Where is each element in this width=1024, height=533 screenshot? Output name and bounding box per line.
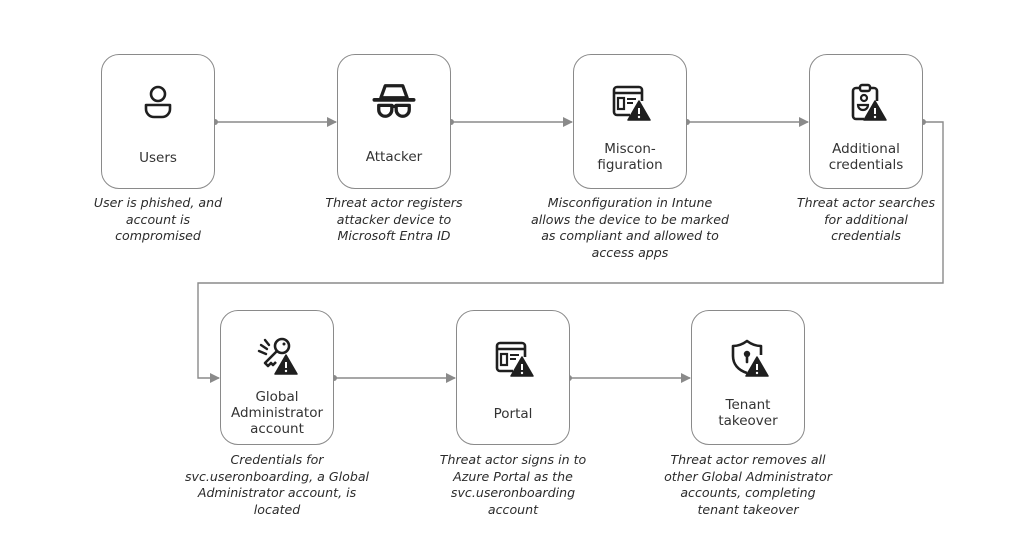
node-additional-credentials: Additional credentials	[809, 54, 923, 189]
node-label: Attacker	[365, 149, 423, 165]
description-portal: Threat actor signs in to Azure Portal as…	[439, 452, 587, 517]
node-label: Additional credentials	[828, 141, 904, 173]
edge-portal-tenant-takeover	[566, 373, 691, 383]
node-portal: Portal	[456, 310, 570, 445]
description-attacker: Threat actor registers attacker device t…	[325, 195, 463, 243]
node-label: Miscon- figuration	[597, 141, 663, 173]
description-misconfiguration: Misconfiguration in Intune allows the de…	[531, 195, 729, 260]
incognito-icon	[372, 84, 416, 118]
window-warning-icon	[495, 341, 534, 377]
node-label: Global Administrator account	[230, 389, 324, 437]
window-warning-icon	[612, 85, 651, 121]
node-users: Users	[101, 54, 215, 189]
clipboard-user-warning-icon	[851, 83, 887, 121]
key-warning-icon	[257, 337, 298, 375]
node-tenant-takeover: Tenant takeover	[691, 310, 805, 445]
node-global-administrator-account: Global Administrator account	[220, 310, 334, 445]
edge-global-admin-portal	[331, 373, 456, 383]
shield-lock-warning-icon	[731, 339, 769, 377]
edge-attacker-misconfiguration	[448, 117, 573, 127]
node-label: Tenant takeover	[718, 397, 778, 429]
description-users: User is phished, and account is compromi…	[93, 195, 223, 243]
description-additional-credentials: Threat actor searches for additional cre…	[796, 195, 936, 243]
node-attacker: Attacker	[337, 54, 451, 189]
edge-users-attacker	[212, 117, 337, 127]
node-label: Portal	[493, 406, 533, 422]
user-icon	[144, 85, 172, 119]
edge-misconfiguration-additional-credentials	[684, 117, 809, 127]
description-tenant-takeover: Threat actor removes all other Global Ad…	[664, 452, 832, 517]
description-global-administrator-account: Credentials for svc.useronboarding, a Gl…	[184, 452, 370, 517]
node-misconfiguration: Miscon- figuration	[573, 54, 687, 189]
node-label: Users	[139, 150, 177, 166]
